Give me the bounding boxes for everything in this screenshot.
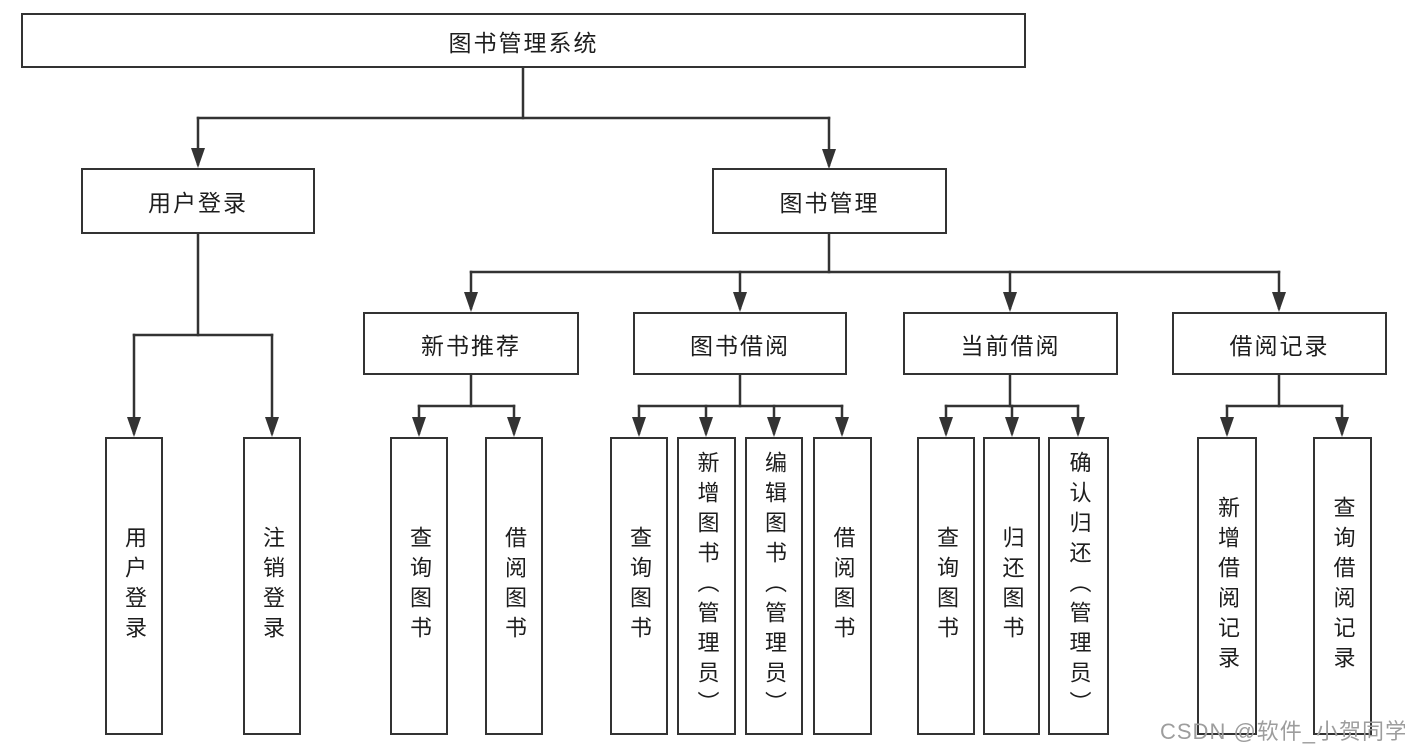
arrow-down-icon — [1005, 417, 1019, 437]
node-current-borrow: 当前借阅 — [903, 312, 1118, 375]
arrow-down-icon — [507, 417, 521, 437]
arrow-down-icon — [1272, 292, 1286, 312]
leaf-label: 借阅图书 — [502, 526, 527, 646]
leaf-current-return-books: 归还图书 — [983, 437, 1040, 735]
arrow-down-icon — [939, 417, 953, 437]
leaf-label: 归还图书 — [999, 526, 1025, 646]
arrow-down-icon — [191, 148, 205, 168]
arrow-down-icon — [1220, 417, 1234, 437]
arrow-down-icon — [699, 417, 713, 437]
leaf-record-add-borrow-record: 新增借阅记录 — [1197, 437, 1257, 735]
node-book-borrow: 图书借阅 — [633, 312, 847, 375]
leaf-label: 确认归还（管理员） — [1066, 451, 1092, 721]
arrow-down-icon — [1003, 292, 1017, 312]
leaf-label: 查询图书 — [934, 526, 959, 646]
arrow-down-icon — [835, 417, 849, 437]
leaf-label: 查询借阅记录 — [1330, 496, 1356, 676]
leaf-user-login-label: 用户登录 — [122, 526, 147, 646]
arrow-down-icon — [632, 417, 646, 437]
leaf-label: 借阅图书 — [830, 526, 856, 646]
arrow-down-icon — [464, 292, 478, 312]
node-user-login-module: 用户登录 — [81, 168, 315, 234]
leaf-label: 查询图书 — [627, 526, 652, 646]
leaf-logout-label: 注销登录 — [260, 526, 285, 646]
leaf-borrow-edit-books-admin: 编辑图书（管理员） — [745, 437, 803, 735]
leaf-label: 编辑图书（管理员） — [762, 451, 787, 721]
arrow-down-icon — [822, 149, 836, 169]
leaf-current-query-books: 查询图书 — [917, 437, 975, 735]
node-new-book-recommend: 新书推荐 — [363, 312, 579, 375]
arrow-down-icon — [733, 292, 747, 312]
arrowheads — [127, 148, 1349, 437]
leaf-label: 新增借阅记录 — [1215, 496, 1240, 676]
arrow-down-icon — [127, 417, 141, 437]
arrow-down-icon — [412, 417, 426, 437]
leaf-borrow-add-books-admin: 新增图书（管理员） — [677, 437, 736, 735]
leaf-current-confirm-return-admin: 确认归还（管理员） — [1048, 437, 1109, 735]
csdn-watermark: CSDN @软件_小贺同学 — [1160, 719, 1405, 744]
leaf-label: 新增图书（管理员） — [694, 451, 720, 721]
arrow-down-icon — [1335, 417, 1349, 437]
node-root: 图书管理系统 — [21, 13, 1026, 68]
leaf-borrow-borrow-books: 借阅图书 — [813, 437, 872, 735]
arrow-down-icon — [265, 417, 279, 437]
leaf-borrow-query-books: 查询图书 — [610, 437, 668, 735]
leaf-label: 查询图书 — [407, 526, 432, 646]
leaf-logout: 注销登录 — [243, 437, 301, 735]
node-borrow-records: 借阅记录 — [1172, 312, 1387, 375]
leaf-record-query-borrow-record: 查询借阅记录 — [1313, 437, 1372, 735]
leaf-newbook-borrow-books: 借阅图书 — [485, 437, 543, 735]
leaf-user-login: 用户登录 — [105, 437, 163, 735]
node-book-management-module: 图书管理 — [712, 168, 947, 234]
leaf-newbook-query-books: 查询图书 — [390, 437, 448, 735]
arrow-down-icon — [767, 417, 781, 437]
arrow-down-icon — [1071, 417, 1085, 437]
